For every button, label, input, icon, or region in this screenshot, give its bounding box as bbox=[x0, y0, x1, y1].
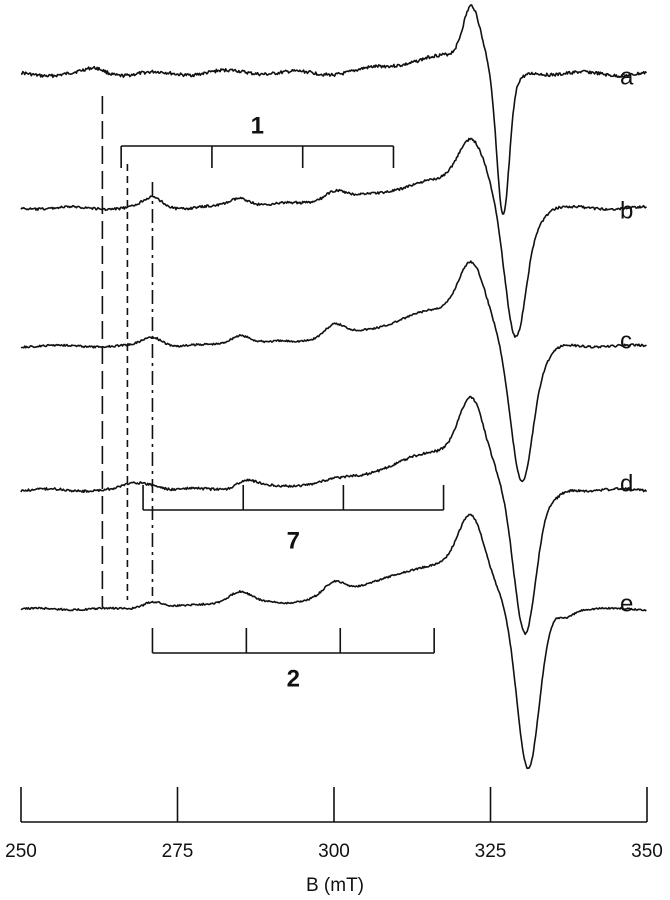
trace-d bbox=[20, 395, 648, 636]
trace-label-c: c bbox=[620, 327, 632, 354]
trace-label-a: a bbox=[620, 63, 634, 90]
stick-ladders: 1 7 2 bbox=[120, 112, 445, 692]
guide-lines bbox=[101, 96, 154, 607]
trace-e bbox=[20, 513, 647, 770]
x-tick-label-350: 350 bbox=[631, 841, 663, 862]
trace-a bbox=[20, 4, 648, 215]
trace-label-e: e bbox=[620, 590, 633, 617]
trace-b bbox=[20, 137, 648, 338]
ladder-label-7: 7 bbox=[287, 527, 300, 554]
trace-c bbox=[20, 260, 647, 483]
x-axis-label: B (mT) bbox=[306, 875, 364, 896]
ladder-label-2: 2 bbox=[287, 665, 300, 692]
x-tick-label-275: 275 bbox=[162, 841, 194, 862]
x-tick-label-300: 300 bbox=[318, 841, 350, 862]
x-tick-label-250: 250 bbox=[5, 841, 37, 862]
x-axis: 250 275 300 325 350 bbox=[5, 787, 663, 862]
spectra-traces: a b c d e bbox=[20, 4, 648, 770]
trace-label-d: d bbox=[620, 470, 633, 497]
trace-label-b: b bbox=[620, 197, 633, 224]
ladder-label-1: 1 bbox=[251, 112, 264, 139]
x-tick-label-325: 325 bbox=[475, 841, 507, 862]
